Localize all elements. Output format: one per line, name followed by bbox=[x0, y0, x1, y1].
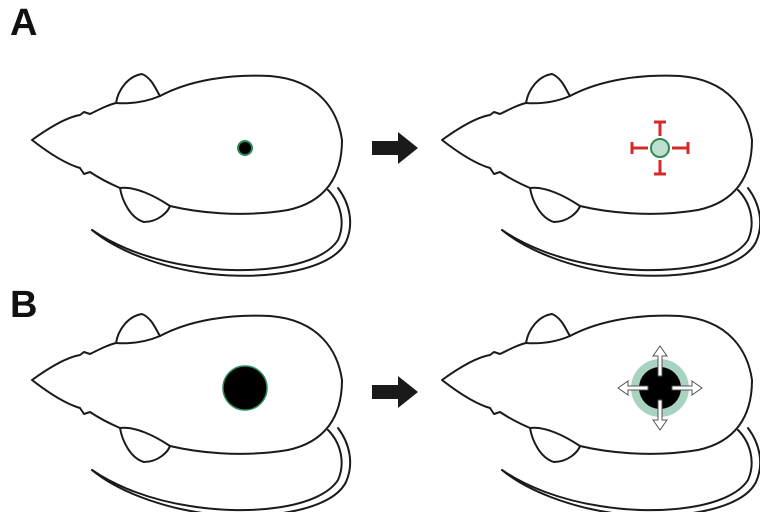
transition-arrow-b bbox=[372, 376, 418, 408]
mouse-a-before bbox=[32, 74, 350, 276]
panel-a bbox=[32, 74, 760, 276]
mouse-b-before bbox=[32, 314, 350, 512]
small-lesion-icon bbox=[238, 141, 252, 155]
mouse-a-after bbox=[442, 74, 760, 276]
expanding-lesion-icon bbox=[618, 346, 702, 430]
large-lesion-icon bbox=[223, 366, 267, 410]
transition-arrow-a bbox=[372, 132, 418, 164]
mouse-b-after bbox=[442, 314, 760, 512]
contained-lesion-icon bbox=[632, 122, 688, 174]
panel-b bbox=[32, 314, 760, 512]
